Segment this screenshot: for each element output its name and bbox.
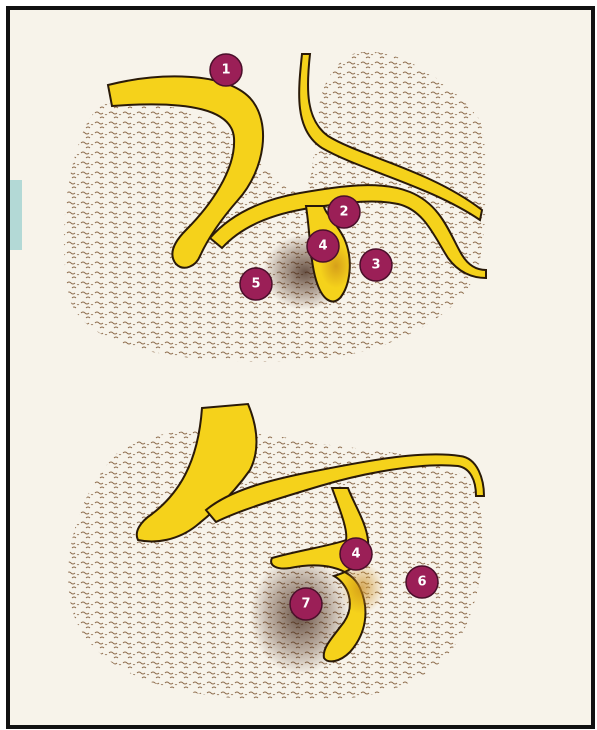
svg-text:5: 5 (251, 277, 260, 292)
svg-text:4: 4 (351, 547, 360, 562)
label-badge-5: 5 (240, 268, 272, 300)
svg-text:7: 7 (301, 597, 310, 612)
illustration-frame: 1 2 4 3 5 (6, 6, 595, 729)
top-diagram (64, 52, 487, 362)
label-badge-4-bottom: 4 (340, 538, 372, 570)
label-badge-2: 2 (328, 196, 360, 228)
label-badge-3: 3 (360, 249, 392, 281)
svg-text:4: 4 (318, 239, 327, 254)
svg-text:1: 1 (221, 63, 230, 78)
svg-text:6: 6 (417, 575, 426, 590)
label-badge-1: 1 (210, 54, 242, 86)
label-badge-7: 7 (290, 588, 322, 620)
label-badge-6: 6 (406, 566, 438, 598)
svg-text:2: 2 (339, 205, 348, 220)
label-badge-4-top: 4 (307, 230, 339, 262)
bottom-diagram (68, 404, 484, 701)
dental-canal-diagram: 1 2 4 3 5 (10, 10, 591, 725)
svg-text:3: 3 (371, 258, 380, 273)
bottom-lesion-dots (340, 562, 384, 614)
